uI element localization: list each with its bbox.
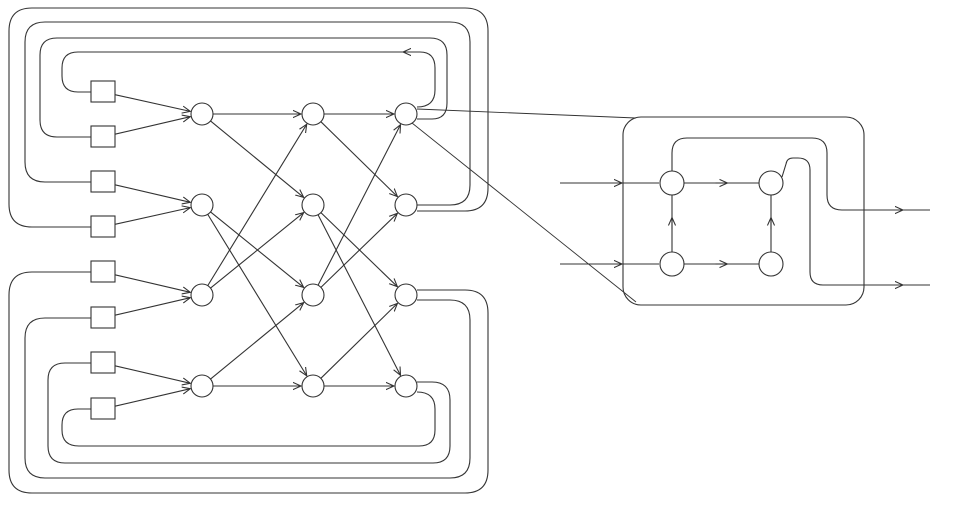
- edge-in-3-a2: [114, 184, 190, 202]
- edge-a4-b3: [210, 303, 304, 380]
- detail-node-d3: [659, 251, 685, 277]
- edge-in-2-a1: [114, 117, 190, 135]
- edge-in-4-a2: [114, 208, 190, 225]
- edge-a1-b2: [210, 120, 304, 197]
- wire-c2-to-in4: [8, 7, 489, 228]
- edge-in-1-a1: [114, 94, 190, 112]
- node-c4: [394, 374, 418, 398]
- node-a4: [190, 374, 214, 398]
- edge-in-6-a3: [114, 298, 190, 316]
- input-box-in-4: [90, 215, 116, 238]
- edge-in-5-a3: [114, 274, 190, 292]
- node-a2: [190, 193, 214, 217]
- edge-a2-b4: [207, 214, 307, 375]
- edge-b4-c3: [320, 303, 398, 379]
- node-b1: [301, 102, 325, 126]
- wire-c3-to-in6: [24, 299, 471, 479]
- edge-in-8-a4: [114, 389, 190, 407]
- node-b4: [301, 374, 325, 398]
- feedback-wires: [8, 7, 489, 494]
- node-c3: [394, 283, 418, 307]
- edge-a3-b1: [207, 124, 307, 286]
- edge-b3-c1: [317, 125, 400, 286]
- nodes: [90, 80, 784, 420]
- detail-node-d2: [758, 170, 784, 196]
- detail-frame: [622, 116, 865, 306]
- edge-b1-c2: [320, 121, 398, 197]
- edge-b2-c4: [317, 214, 400, 376]
- input-box-in-2: [90, 125, 116, 148]
- node-b2: [301, 193, 325, 217]
- edge-b3-c2: [320, 213, 397, 288]
- input-box-in-1: [90, 80, 116, 103]
- wire-c1-to-in1: [61, 51, 436, 108]
- input-box-in-3: [90, 170, 116, 193]
- wire-c4-to-in8: [61, 391, 436, 447]
- detail-node-d4: [758, 251, 784, 277]
- edge-in-7-a4: [114, 365, 190, 383]
- edge-a3-b2: [210, 213, 304, 289]
- input-box-in-5: [90, 260, 116, 283]
- edges: [114, 94, 401, 407]
- node-a1: [190, 102, 214, 126]
- detail-output-2: [781, 157, 930, 286]
- wire-c1-to-in2: [39, 37, 448, 138]
- node-c2: [394, 193, 418, 217]
- wire-c3-to-in5: [8, 271, 489, 494]
- node-c1: [394, 102, 418, 126]
- input-box-in-8: [90, 397, 116, 420]
- wire-c2-to-in3: [24, 21, 471, 206]
- detail-node-d1: [659, 170, 685, 196]
- wire-c4-to-in7: [47, 362, 451, 464]
- zoom-line-top: [416, 108, 637, 119]
- zoom-line-bottom: [411, 122, 637, 303]
- detail-output-1: [671, 137, 930, 211]
- node-b3: [301, 283, 325, 307]
- input-box-in-7: [90, 351, 116, 374]
- input-box-in-6: [90, 306, 116, 329]
- node-a3: [190, 283, 214, 307]
